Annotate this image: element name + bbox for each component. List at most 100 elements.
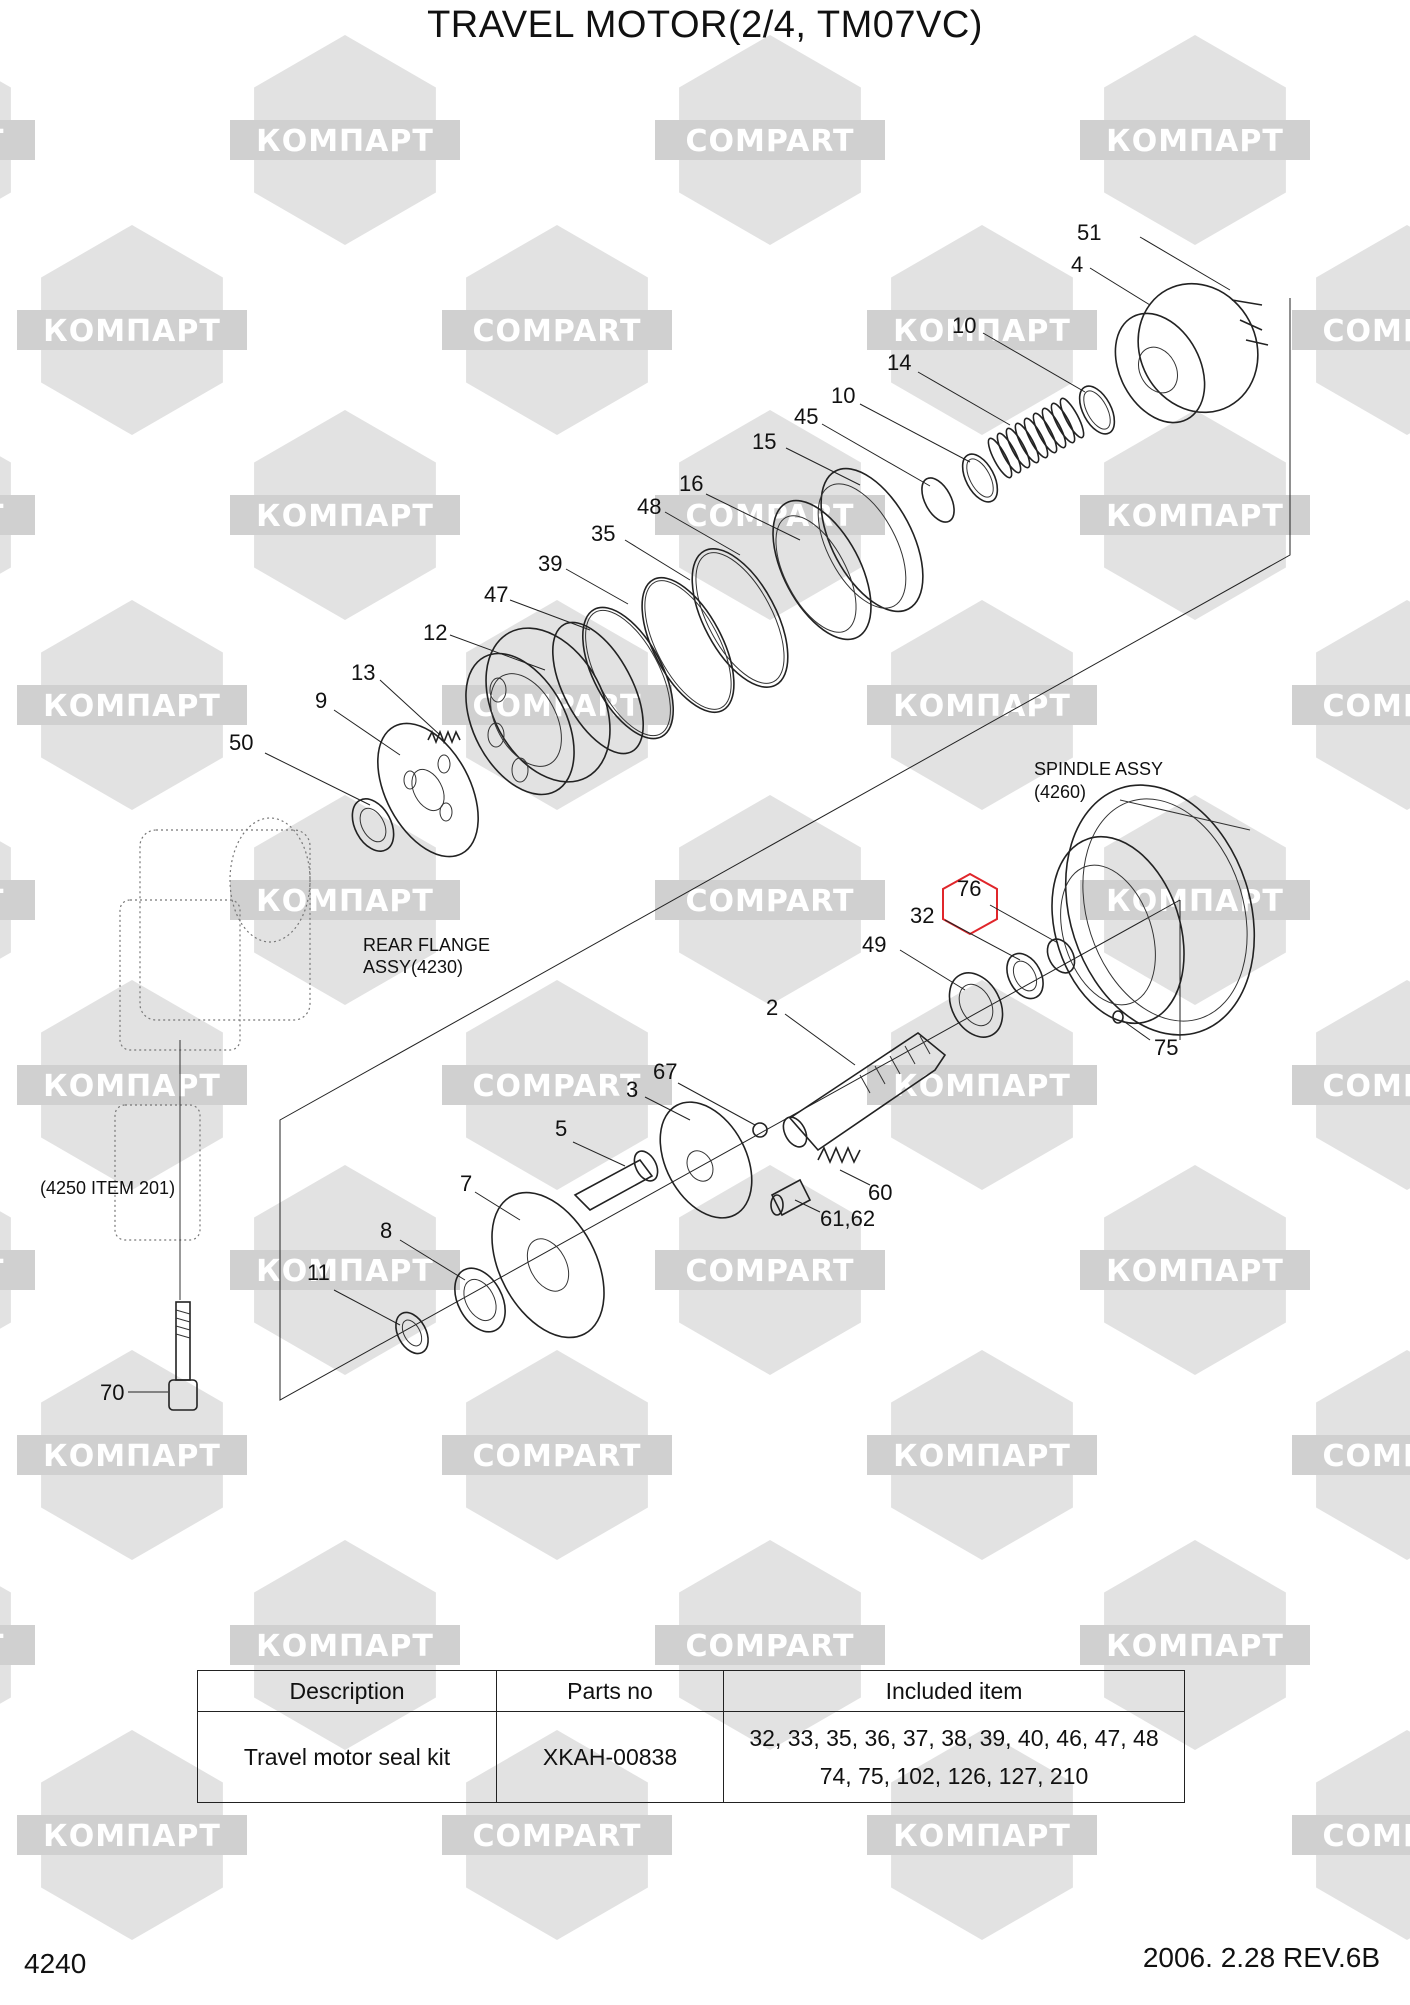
watermark-bar [442,1065,672,1105]
header-description: Description [197,1670,497,1712]
callout-4: 4 [1071,252,1083,277]
watermark-bar [17,310,247,350]
watermark-text: КОМПАРТ [256,884,434,919]
spindle-assy [1051,784,1256,1036]
callout-49: 49 [862,932,886,957]
leader-lines [128,236,1231,1393]
watermark-text: КОМПАРТ [1106,124,1284,159]
watermark-text: COMPART [472,1069,641,1104]
callout-8: 8 [380,1218,392,1243]
spring-coil [1050,402,1076,444]
callout-60: 60 [868,1180,892,1205]
watermark-text: КОМПАРТ [893,1819,1071,1854]
part-75-oring [1112,1010,1124,1024]
watermark-bar [1292,1065,1410,1105]
note-spindle-line2: (4260) [1034,782,1086,802]
part-4-cylinder-block [1114,282,1269,424]
watermark-bar [0,1250,35,1290]
watermark-text: COMPART [1322,1069,1410,1104]
seal-kit-table: Description Parts no Included item Trave… [197,1670,1185,1803]
included-line-2: 74, 75, 102, 126, 127, 210 [819,1763,1089,1789]
spring-coil [1032,412,1058,454]
callout-39: 39 [538,551,562,576]
rear-flange-ghost [114,817,311,1300]
note-item201: (4250 ITEM 201) [40,1178,175,1198]
part-3-swash-plate [659,1101,753,1219]
watermark-text: COMPART [472,689,641,724]
callouts: 51 4 10 14 10 45 15 16 48 35 39 47 12 13… [100,220,1178,1405]
note-rear-line2: ASSY(4230) [363,957,463,977]
watermark-text: КОМПАРТ [43,689,221,724]
callout-10a: 10 [952,313,976,338]
watermark-bar [17,1815,247,1855]
table-row: Travel motor seal kit XKAH-00838 32, 33,… [197,1711,1185,1803]
part-47-oring [551,621,645,755]
included-line-1: 32, 33, 35, 36, 37, 38, 39, 40, 46, 47, … [749,1725,1159,1751]
part-32-seal [1006,952,1044,1000]
part-12-piston [465,627,611,796]
part-70-bolt [168,1301,198,1411]
part-10-ring-upper [1078,385,1116,435]
callout-45: 45 [794,404,818,429]
watermark-text: COMPART [0,124,5,159]
watermark-bar [442,685,672,725]
watermark-text: COMPART [472,1819,641,1854]
callout-61-62: 61,62 [820,1206,875,1231]
watermark-bar [1292,685,1410,725]
callout-11: 11 [307,1260,330,1285]
callout-2: 2 [766,995,778,1020]
watermark-text: КОМПАРТ [1106,884,1284,919]
watermark-text: КОМПАРТ [893,1439,1071,1474]
watermark-text: COMPART [0,1254,5,1289]
callout-10b: 10 [831,383,855,408]
watermark-bar [867,1065,1097,1105]
page-title: TRAVEL MOTOR(2/4, TM07VC) [427,4,983,46]
callout-14: 14 [887,350,911,375]
part-15-plate [817,467,924,613]
watermark-bar [230,1625,460,1665]
watermark-bar [1292,310,1410,350]
callout-51: 51 [1077,220,1101,245]
watermark-text: КОМПАРТ [893,689,1071,724]
watermark-bar [1292,1815,1410,1855]
part-14-spring [987,397,1085,479]
header-parts-no: Parts no [496,1670,724,1712]
page-number: 4240 [24,1948,87,1979]
callout-32: 32 [910,903,934,928]
callout-35: 35 [591,521,615,546]
watermark-bar [867,685,1097,725]
cell-description: Travel motor seal kit [197,1711,497,1803]
watermark-bar [655,1250,885,1290]
watermark-text: COMPART [1322,314,1410,349]
callout-16: 16 [679,471,703,496]
part-7-retainer-plate [491,1191,605,1339]
spring-coil [1014,422,1040,464]
watermark-text: КОМПАРТ [43,1439,221,1474]
watermark-text: COMPART [472,314,641,349]
part-49-bearing [948,972,1004,1038]
cell-parts-no: XKAH-00838 [496,1711,724,1803]
watermark-text: COMPART [1322,1439,1410,1474]
watermark-text: COMPART [685,124,854,159]
watermark-bar [0,120,35,160]
watermark-text: КОМПАРТ [43,1069,221,1104]
part-60-spring [817,1145,861,1165]
watermark-text: COMPART [1322,1819,1410,1854]
assembly-notes: SPINDLE ASSY (4260) REAR FLANGE ASSY(423… [40,759,1163,1198]
watermark-bar [442,1815,672,1855]
watermark-text: COMPART [685,499,854,534]
table-header-row: Description Parts no Included item [197,1670,1185,1712]
part-16-disc [772,499,872,641]
part-11-washer [395,1311,429,1355]
spring-coil [996,432,1022,474]
watermark-text: COMPART [0,884,5,919]
watermark-text: КОМПАРТ [893,314,1071,349]
callout-50: 50 [229,730,253,755]
watermark-bar [230,120,460,160]
part-5-pivot [573,1150,659,1211]
callout-67: 67 [653,1059,677,1084]
watermark-bar [230,1250,460,1290]
callout-12: 12 [423,620,447,645]
callout-3: 3 [626,1077,638,1102]
